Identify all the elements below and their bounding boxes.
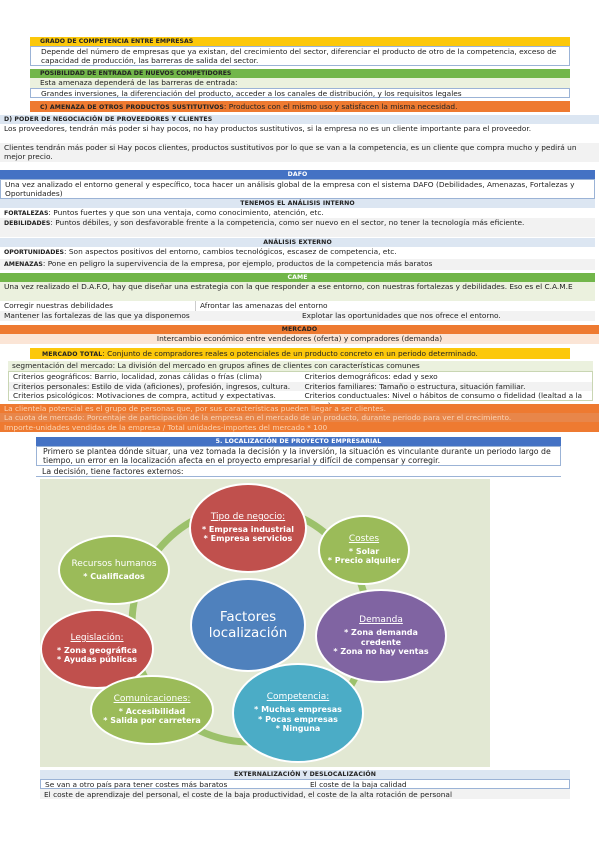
externalizacion-row1: Se van a otro país para tener costes más… (40, 779, 570, 789)
poder-line2: Clientes tendrán más poder si Hay pocos … (0, 143, 599, 162)
criteria-cell: Criterios conductuales: Nivel o hábitos … (304, 391, 583, 410)
factores-localizacion-center: Factores localización (190, 578, 306, 672)
demanda-item: * Zona no hay ventas (333, 647, 429, 657)
criteria-cell: Criterios geográficos: Barrio, localidad… (13, 372, 263, 381)
criteria-cell: Criterios familiares: Tamaño o estructur… (304, 381, 526, 391)
poder-title: D) Poder de negociación de proveedores y… (4, 116, 213, 123)
demanda-node: Demanda * Zona demanda credente * Zona n… (315, 589, 447, 683)
tipo-negocio-node: Tipo de negocio: * Empresa industrial * … (189, 483, 307, 573)
debilidades-text: : Puntos débiles, y son desfavorable fre… (50, 218, 525, 227)
dafo-header: DAFO (0, 170, 595, 179)
amenaza-row: C) Amenaza de otros productos sustitutiv… (30, 101, 570, 112)
mercado-clientela: La clientela potencial es el grupo de pe… (0, 404, 599, 413)
posibilidad-line2: Grandes inversiones, la diferenciación d… (30, 88, 570, 98)
criteria-row: Criterios personales: Estilo de vida (af… (9, 381, 592, 391)
mercado-formula: Importe-unidades vendidas de la empresa … (0, 422, 599, 432)
demanda-title: Demanda (359, 615, 403, 626)
comunicaciones-node: Comunicaciones: * Accesibilidad * Salida… (90, 675, 214, 745)
competencia-item: * Ninguna (275, 724, 321, 734)
externalizacion-a2: El coste de la baja calidad (310, 780, 407, 789)
posibilidad-header: Posibilidad de entrada de nuevos competi… (30, 69, 570, 78)
competencia-title: Competencia: (266, 692, 330, 703)
legislacion-item: * Zona geográfica (57, 645, 137, 655)
costes-title: Costes (348, 534, 380, 545)
amenaza-text: : Productos con el mismo uso y satisface… (223, 102, 458, 111)
recursos-humanos-title: Recursos humanos (71, 558, 157, 569)
fortalezas-label: FORTALEZAS (4, 210, 49, 217)
recursos-humanos-node: Recursos humanos * Cualificados (58, 535, 170, 605)
recursos-humanos-item: * Cualificados (83, 571, 145, 581)
dafo-internal-header: Tenemos el análisis interno (0, 199, 595, 208)
criteria-cell: Criterios psicológicos: Motivaciones de … (13, 391, 276, 400)
mercado-cuota: La cuota de mercado: Porcentaje de parti… (0, 413, 599, 422)
mercado-total: Mercado total: Conjunto de compradores r… (30, 348, 570, 359)
poder-header: D) Poder de negociación de proveedores y… (0, 115, 599, 124)
poder-line1: Los proveedores, tendrán más poder si ha… (4, 124, 532, 133)
competencia-item: * Pocas empresas (258, 714, 338, 724)
comunicaciones-item: * Salida por carretera (103, 716, 201, 726)
criteria-grid: Criterios geográficos: Barrio, localidad… (8, 371, 593, 410)
came-c3: Mantener las fortalezas de las que ya di… (4, 311, 190, 320)
came-row2: Mantener las fortalezas de las que ya di… (0, 311, 595, 321)
mercado-subtitle: Intercambio económico entre vendedores (… (0, 334, 599, 344)
tipo-negocio-title: Tipo de negocio: (210, 512, 286, 523)
costes-node: Costes * Solar * Precio alquiler (318, 515, 410, 585)
oportunidades-label: OPORTUNIDADES (4, 249, 65, 256)
mercado-header: Mercado (0, 325, 599, 334)
came-header: CAME (0, 273, 595, 282)
localizacion-line2: La decisión, tiene factores externos: (36, 466, 561, 477)
externalizacion-a1: Se van a otro país para tener costes más… (45, 780, 228, 789)
mercado-segmentacion: segmentación del mercado: La división de… (8, 361, 593, 371)
mercado-total-text: : Conjunto de compradores reales o poten… (102, 349, 478, 358)
grado-text: Depende del número de empresas que ya ex… (30, 46, 570, 66)
dafo-external-header: Análisis externo (0, 238, 595, 247)
mercado-total-label: Mercado total (42, 351, 103, 358)
criteria-row: Criterios psicológicos: Motivaciones de … (9, 391, 592, 410)
center-label: Factores localización (208, 608, 288, 641)
grado-header: Grado de competencia entre empresas (30, 37, 570, 46)
comunicaciones-item: * Accesibilidad (118, 706, 186, 716)
criteria-cell: Criterios demográficos: edad y sexo (304, 372, 438, 381)
came-row2-cells: Mantener las fortalezas de las que ya di… (0, 311, 595, 321)
came-c4: Explotar las oportunidades que nos ofrec… (302, 311, 501, 320)
dafo-fortalezas: FORTALEZAS: Puntos fuertes y que son una… (0, 208, 595, 218)
amenazas-text: : Pone en peligro la supervivencia de la… (42, 259, 433, 268)
amenaza-title: C) Amenaza de otros productos sustitutiv… (40, 104, 224, 111)
costes-item: * Solar (348, 546, 380, 556)
externalizacion-row2: El coste de aprendizaje del personal, el… (40, 789, 570, 799)
competencia-item: * Muchas empresas (254, 704, 342, 714)
came-row1: Corregir nuestras debilidades Afrontar l… (0, 301, 595, 311)
came-c2: Afrontar las amenazas del entorno (200, 301, 328, 310)
came-c1: Corregir nuestras debilidades (0, 301, 196, 311)
amenazas-label: AMENAZAS (4, 261, 43, 268)
posibilidad-line1: Esta amenaza dependerá de las barreras d… (30, 78, 570, 88)
criteria-cell: Criterios personales: Estilo de vida (af… (13, 381, 291, 391)
localizacion-header: 5. Localización de proyecto empresarial (36, 437, 561, 446)
oportunidades-text: : Son aspectos positivos del entorno, ca… (64, 247, 397, 256)
debilidades-label: DEBILIDADES (4, 220, 51, 227)
came-row1-cells: Corregir nuestras debilidades Afrontar l… (0, 301, 595, 311)
factores-diagram: Tipo de negocio: * Empresa industrial * … (40, 479, 490, 767)
came-intro: Una vez realizado el D.A.F.O, hay que di… (0, 282, 595, 301)
tipo-negocio-item: * Empresa industrial (201, 524, 295, 534)
externalizacion-header: Externalización y deslocalización (40, 770, 570, 779)
tipo-negocio-item: * Empresa servicios (203, 534, 293, 544)
criteria-row: Criterios geográficos: Barrio, localidad… (9, 372, 592, 382)
demanda-item: * Zona demanda credente (344, 627, 418, 647)
comunicaciones-title: Comunicaciones: (113, 694, 191, 705)
dafo-intro: Una vez analizado el entorno general y e… (0, 179, 595, 199)
localizacion-line1: Primero se plantea dónde situar, una vez… (36, 446, 561, 466)
dafo-debilidades: DEBILIDADES: Puntos débiles, y son desfa… (0, 218, 595, 237)
externalizacion-row1-cells: Se van a otro país para tener costes más… (41, 780, 569, 790)
competencia-node: Competencia: * Muchas empresas * Pocas e… (232, 663, 364, 763)
legislacion-item: * Ayudas públicas (57, 655, 137, 665)
costes-item: * Precio alquiler (327, 556, 401, 566)
legislacion-title: Legislación: (70, 633, 124, 644)
fortalezas-text: : Puntos fuertes y que son una ventaja, … (48, 208, 324, 217)
dafo-amenazas: AMENAZAS: Pone en peligro la supervivenc… (0, 259, 595, 270)
dafo-oportunidades: OPORTUNIDADES: Son aspectos positivos de… (0, 247, 595, 258)
